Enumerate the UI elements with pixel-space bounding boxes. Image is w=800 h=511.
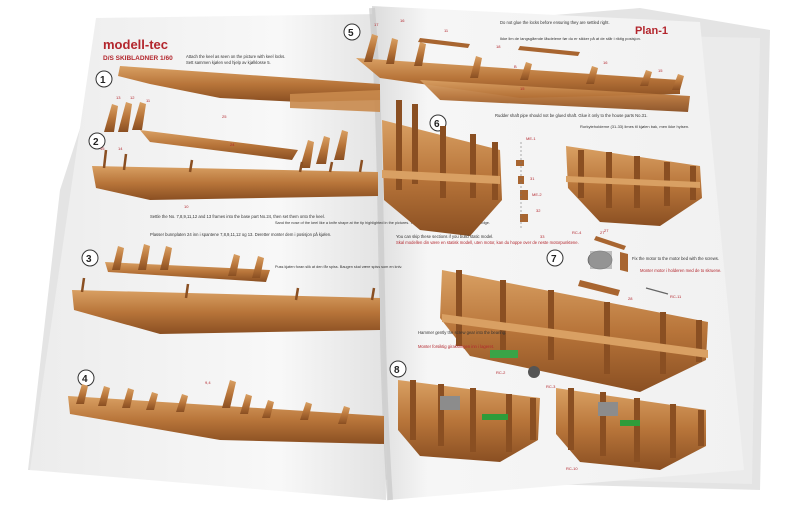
- step-6-skip-en: You can skip these sections if you build…: [396, 234, 493, 239]
- step-5-part-b: B: [514, 64, 517, 69]
- step-2: 2 15 14 24 10: [88, 130, 378, 209]
- step-5: 5 Do not glue the locks before ensuring …: [343, 18, 690, 112]
- step-6-number: 6: [434, 119, 440, 130]
- step-1-part-13: 13: [116, 95, 121, 100]
- step-6-part-31: 31: [530, 176, 535, 181]
- step-2-part-24: 24: [230, 142, 235, 147]
- step-5-number: 5: [348, 28, 354, 39]
- step-5-part-11: 11: [444, 28, 449, 33]
- step-6: 6 Rudder shaft pipe should not be glued …: [382, 100, 702, 245]
- step-3-text-en: Settle the No. 7,8,9,11,12 and 13 frames…: [150, 214, 325, 219]
- step-8-part-rc2: RC-2: [496, 370, 506, 375]
- step-2-part-10: 10: [184, 204, 189, 209]
- step-5-text-no: Ikke lim de langsgående låsdelene før du…: [500, 36, 641, 41]
- step-1-part-12: 12: [130, 95, 135, 100]
- step-5-part-15: 15: [520, 86, 525, 91]
- step-3-number: 3: [86, 254, 92, 265]
- step-8-part-rc3: RC-3: [546, 384, 556, 389]
- step-3-text2-en: Sand the nose of the keel like a knife s…: [275, 221, 490, 225]
- step-7-text-no: Monter motor i holderen med de to skruen…: [640, 268, 721, 273]
- step-3: Settle the No. 7,8,9,11,12 and 13 frames…: [72, 214, 490, 334]
- step-8-text-no: Monter forsiktig girakslingen inn i lage…: [418, 344, 494, 349]
- step-8-text-en: Hammer gently the screw gear into the be…: [418, 330, 506, 335]
- step-7-part-28: 28: [628, 296, 633, 301]
- step-1-part-25: 25: [222, 114, 227, 119]
- step-6-part-me2: ME-2: [532, 192, 542, 197]
- step-2-part-15: 15: [100, 146, 105, 151]
- step-6-part-27: 27: [604, 228, 609, 233]
- left-page: [30, 14, 386, 500]
- step-6-skip-no: Skal modellen din være en statisk modell…: [396, 240, 579, 245]
- step-5-part-15b: 15: [658, 68, 663, 73]
- step-1-text-en: Attach the keel as seen on the picture w…: [186, 54, 285, 59]
- step-6-part-33: 33: [540, 234, 545, 239]
- step-6-part-me1: ME-1: [526, 136, 536, 141]
- step-1: 1 Attach the keel as seen on the picture…: [95, 54, 380, 132]
- step-5-part-16: 16: [400, 18, 405, 23]
- step-8: 8 Hammer gently the screw gear into the …: [389, 330, 706, 471]
- step-2-part-14: 14: [118, 146, 123, 151]
- step-5-text-en: Do not glue the locks before ensuring th…: [500, 20, 610, 25]
- gear-part-rc2: [490, 350, 518, 358]
- step-7-text-en: Fix the motor to the motor bed with the …: [632, 256, 719, 261]
- step-8-part-rc10: RC-10: [566, 466, 578, 471]
- step-6-part-rc4: RC-4: [572, 230, 582, 235]
- step-8-number: 8: [394, 365, 400, 376]
- step-1-text-no: Sett sammen kjølen ved hjelp av kjølklos…: [186, 60, 271, 65]
- step-4: 4 9,4: [68, 369, 384, 444]
- step-3-text-no: Plasser bunnplaten 24 inn i spantene 7,8…: [150, 232, 331, 237]
- step-7-part-rc11: RC-11: [670, 294, 682, 299]
- brand-name: modell-tec: [103, 37, 168, 52]
- step-7-part-27: 27: [600, 230, 605, 235]
- step-6-part-32: 32: [536, 208, 541, 213]
- step-2-number: 2: [93, 137, 99, 148]
- step-4-part-label: 9,4: [205, 380, 211, 385]
- brand-model: D/S SKIBLADNER 1/60: [103, 55, 173, 62]
- step-3-text2-no: Puss kjølen foran slik at den får spiss.…: [275, 265, 402, 269]
- step-7-number: 7: [551, 254, 557, 265]
- step-1-part-11: 11: [146, 98, 151, 103]
- step-5-part-18: 18: [496, 44, 501, 49]
- step-1-number: 1: [100, 75, 106, 86]
- step-6-text-en: Rudder shaft pipe should not be glued sh…: [495, 113, 647, 118]
- step-5-part-16b: 16: [603, 60, 608, 65]
- step-6-text-no: Rorkyteholderne (31-33) limes til kjølen…: [580, 124, 689, 129]
- step-5-part-17: 17: [374, 22, 379, 27]
- step-4-number: 4: [82, 374, 88, 385]
- plan-title: Plan-1: [635, 25, 668, 37]
- step-7: 7 Fix the motor to the motor bed with th…: [440, 230, 721, 392]
